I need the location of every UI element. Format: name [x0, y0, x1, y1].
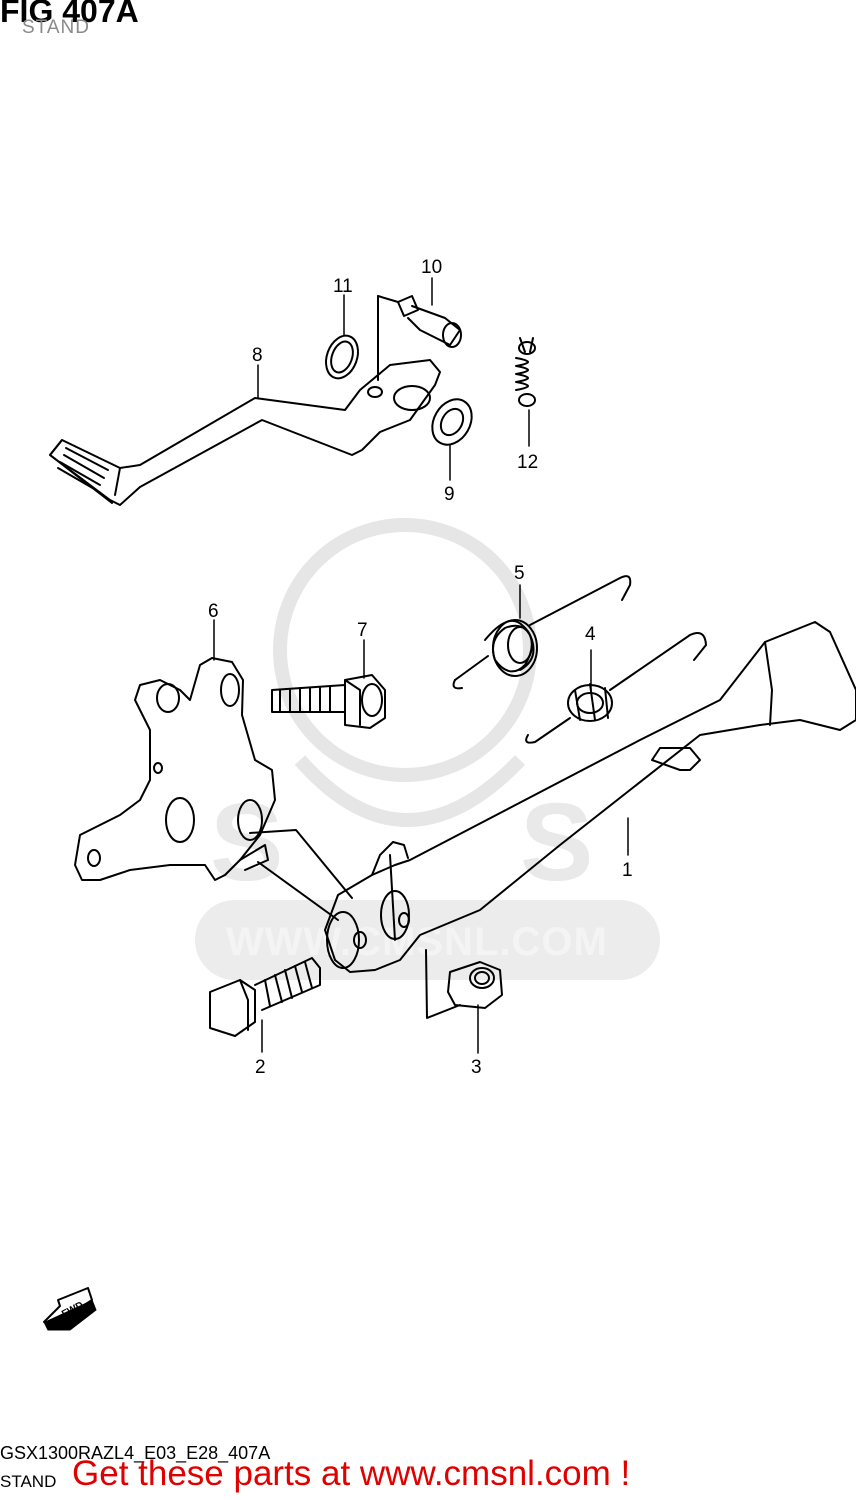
callout-2: 2 [255, 1057, 266, 1078]
watermark-url: WWW.CMSNL.COM [226, 920, 608, 964]
callout-4: 4 [585, 624, 596, 645]
callout-7: 7 [357, 620, 368, 641]
part-9-washer [431, 398, 473, 446]
part-11-circlip [325, 334, 359, 380]
footer-promo-link[interactable]: Get these parts at www.cmsnl.com ! [72, 1454, 631, 1493]
callout-8: 8 [252, 345, 263, 366]
figure-title: FIG 407A [0, 0, 139, 29]
fwd-arrow-icon: FWD [43, 1287, 97, 1331]
callout-6: 6 [208, 601, 219, 622]
part-12-spring [515, 337, 536, 407]
footer-diagram-code: GSX1300RAZL4_E03_E28_407A [0, 1443, 271, 1463]
callout-10: 10 [421, 257, 442, 278]
part-7-bolt [271, 674, 386, 729]
leader-lines [213, 277, 629, 1054]
part-3-nut [447, 961, 503, 1009]
footer-diagram-name: STAND [0, 1472, 57, 1491]
callout-12: 12 [517, 452, 538, 473]
part-8-pedal [49, 359, 441, 506]
callout-1: 1 [622, 860, 633, 881]
callout-9: 9 [444, 484, 455, 505]
part-5-spring [452, 575, 632, 690]
callout-3: 3 [471, 1057, 482, 1078]
callout-5: 5 [514, 563, 525, 584]
part-4-spring [525, 632, 707, 744]
part-6-bracket [74, 657, 276, 881]
callout-11: 11 [333, 276, 353, 297]
part-2-bolt [209, 957, 321, 1037]
assembly-lines [249, 829, 461, 1019]
figure-subtitle: STAND [22, 17, 90, 38]
part-10-pin [377, 295, 462, 381]
svg-text:S: S [520, 781, 593, 904]
